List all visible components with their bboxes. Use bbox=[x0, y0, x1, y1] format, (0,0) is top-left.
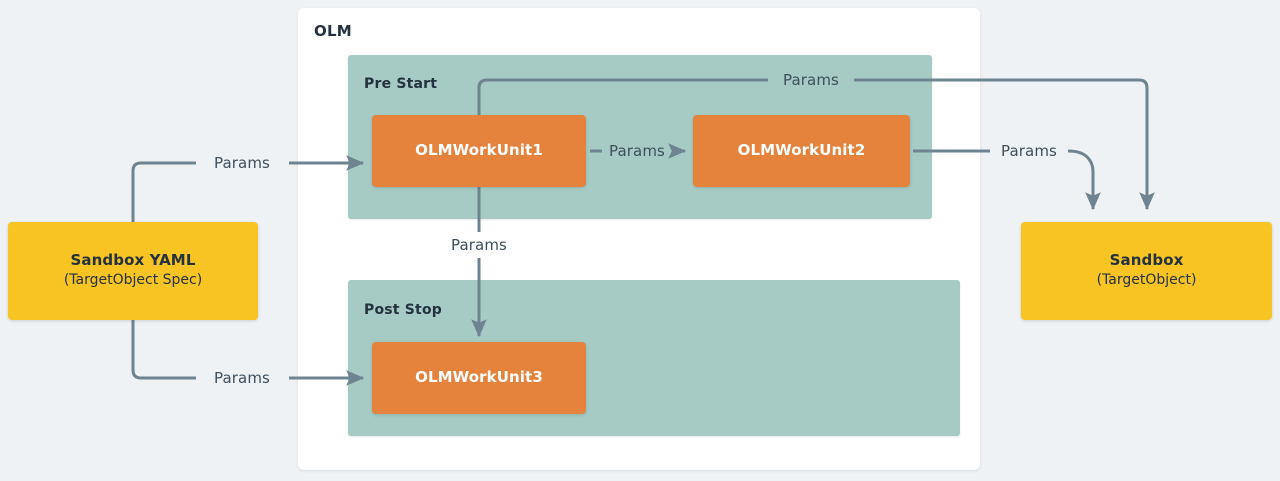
group-post-stop-title: Post Stop bbox=[364, 302, 442, 318]
node-sandbox-yaml[interactable]: Sandbox YAML (TargetObject Spec) bbox=[8, 222, 258, 320]
edge-yaml-to-wu3 bbox=[131, 320, 196, 380]
node-sandbox-title: Sandbox bbox=[1109, 250, 1184, 269]
edge-yaml-to-wu1 bbox=[131, 161, 196, 222]
edge-label-yaml-to-wu3: Params bbox=[214, 369, 270, 387]
node-sandbox-subtitle: (TargetObject) bbox=[1096, 272, 1197, 289]
node-olmworkunit3[interactable]: OLMWorkUnit3 bbox=[372, 342, 586, 414]
group-pre-start-title: Pre Start bbox=[364, 76, 438, 92]
node-olmworkunit2[interactable]: OLMWorkUnit2 bbox=[693, 115, 910, 187]
node-olmworkunit2-title: OLMWorkUnit2 bbox=[737, 141, 866, 160]
node-sandbox-yaml-subtitle: (TargetObject Spec) bbox=[63, 272, 203, 289]
node-olmworkunit1[interactable]: OLMWorkUnit1 bbox=[372, 115, 586, 187]
olm-card-title: OLM bbox=[314, 22, 352, 40]
edge-label-wu1-to-wu3: Params bbox=[451, 236, 507, 254]
edge-label-wu2-to-sandbox: Params bbox=[1001, 142, 1057, 160]
node-sandbox-yaml-title: Sandbox YAML bbox=[70, 250, 196, 269]
node-olmworkunit3-title: OLMWorkUnit3 bbox=[415, 368, 543, 387]
node-sandbox[interactable]: Sandbox (TargetObject) bbox=[1021, 222, 1272, 320]
node-olmworkunit1-title: OLMWorkUnit1 bbox=[415, 141, 543, 160]
edge-label-wu1-to-wu2: Params bbox=[609, 142, 665, 160]
edge-label-yaml-to-wu1: Params bbox=[214, 154, 270, 172]
edge-wu2-to-sandbox-tail bbox=[1067, 149, 1101, 211]
edge-label-wu1-to-sandbox: Params bbox=[783, 71, 839, 89]
